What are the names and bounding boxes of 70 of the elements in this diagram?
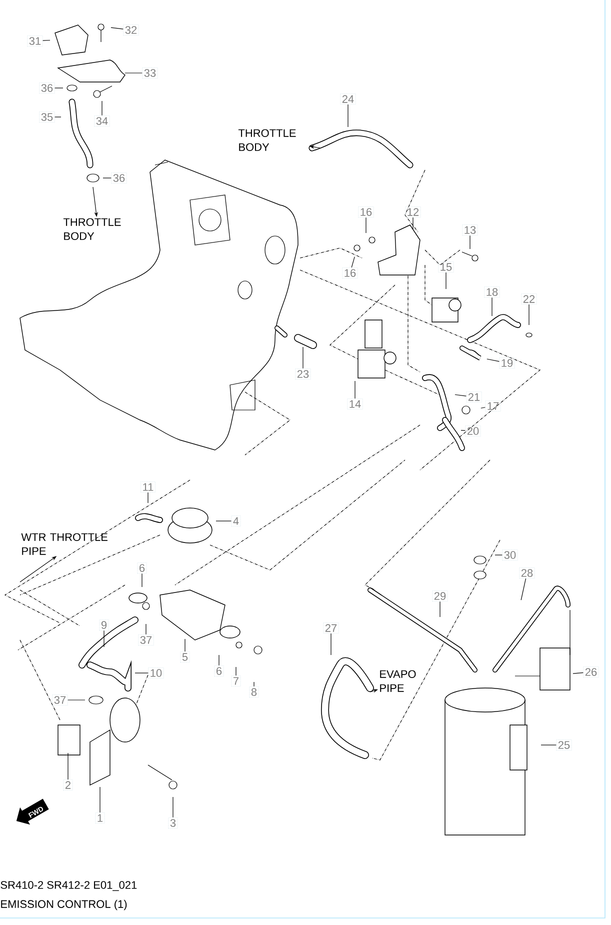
callout-number: 24	[340, 93, 356, 105]
diagram-code: SR410-2 SR412-2 E01_021	[0, 881, 137, 891]
leader-line	[218, 654, 220, 666]
leader-line	[124, 72, 142, 74]
callout-number: 2	[63, 779, 73, 791]
leader-line	[540, 744, 556, 746]
callout-number: 7	[231, 676, 241, 686]
callout-number: 27	[323, 622, 339, 634]
callout-number: 1	[95, 812, 105, 824]
callout-number: 28	[519, 567, 535, 579]
leader-line	[302, 346, 304, 369]
callout-number: 3	[168, 817, 178, 829]
leader-line	[216, 520, 232, 522]
callout-number: 14	[347, 398, 363, 410]
leader-line	[494, 554, 502, 556]
leader-line	[480, 407, 486, 408]
callout-number: 23	[295, 368, 311, 380]
leader-line	[184, 638, 186, 652]
direction-label: WTR THROTTLE PIPE	[21, 533, 108, 555]
leader-line	[172, 796, 174, 818]
leader-line	[486, 358, 500, 362]
callout-number: 16	[358, 206, 374, 218]
callout-number: 25	[556, 739, 572, 751]
callout-number: 26	[583, 666, 599, 678]
callout-number: 20	[465, 425, 481, 437]
callout-number: 31	[27, 35, 43, 47]
callout-number: 12	[405, 206, 421, 218]
callout-number: 9	[99, 619, 109, 631]
leader-line	[330, 633, 332, 656]
caption: EMISSION CONTROL (1)	[1, 900, 127, 910]
leader-line	[454, 394, 466, 396]
callout-number: 6	[214, 665, 224, 677]
callout-number: 37	[138, 634, 154, 646]
callout-number: 30	[502, 549, 518, 561]
leader-line	[572, 672, 584, 674]
callout-number: 10	[148, 667, 164, 679]
callout-number: 17	[485, 400, 501, 412]
leader-line	[460, 430, 466, 431]
leader-line	[134, 672, 148, 674]
callout-number: 13	[462, 224, 478, 236]
callout-number: 11	[140, 482, 156, 492]
callout-number: 33	[142, 67, 158, 79]
leader-line	[354, 380, 356, 399]
callout-number: 8	[249, 686, 259, 698]
callout-number: 34	[94, 115, 110, 127]
callout-number: 37	[52, 694, 68, 706]
callout-number: 5	[180, 651, 190, 663]
leader-line	[351, 256, 355, 268]
callout-number: 35	[39, 111, 55, 123]
callout-number: 29	[432, 590, 448, 602]
leader-line	[110, 27, 124, 30]
callout-number: 18	[484, 286, 500, 298]
callout-number: 22	[521, 293, 537, 305]
leader-line	[412, 217, 414, 230]
direction-label: THROTTLE BODY	[238, 129, 296, 151]
leader-line	[520, 578, 526, 600]
callout-number: 32	[123, 24, 139, 36]
callout-number: 19	[499, 357, 515, 369]
leader-line	[528, 304, 530, 326]
callout-number: 4	[231, 516, 241, 526]
callout-number: 6	[137, 562, 147, 574]
callout-number: 21	[466, 391, 482, 403]
callout-number: 36	[111, 172, 127, 184]
callout-number: 15	[438, 261, 454, 273]
callout-number: 16	[342, 267, 358, 279]
callout-number: 36	[39, 82, 55, 94]
leader-line	[54, 116, 62, 118]
leader-line	[42, 40, 50, 41]
direction-label: THROTTLE BODY	[63, 218, 121, 240]
direction-label: EVAPO PIPE	[380, 670, 416, 692]
